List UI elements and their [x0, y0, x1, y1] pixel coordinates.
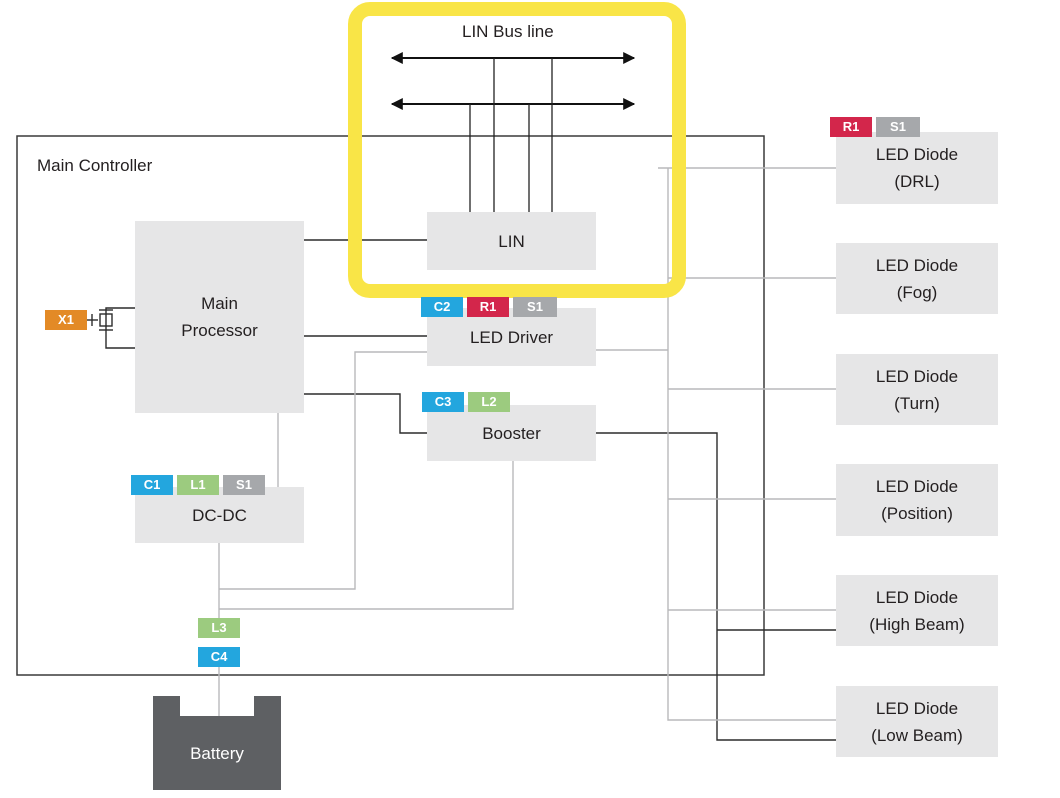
battery-block: Battery — [153, 716, 281, 790]
led-diode-low-beam: LED Diode (Low Beam) — [836, 686, 998, 757]
dcdc-block: DC-DC — [135, 487, 304, 543]
battery-shape — [153, 696, 281, 790]
power-wires — [218, 167, 836, 721]
booster-label: Booster — [482, 423, 541, 443]
led-diode-label: LED Diode (High Beam) — [869, 587, 965, 634]
badge-r1-led: R1 — [830, 117, 872, 137]
badge-r1-driver: R1 — [467, 297, 509, 317]
booster-block: Booster — [427, 405, 596, 461]
led-diode-fog: LED Diode (Fog) — [836, 243, 998, 314]
led-diode-label: LED Diode (Turn) — [875, 366, 959, 413]
led-diode-label: LED Diode (Low Beam) — [871, 698, 963, 745]
badge-x1: X1 — [45, 310, 87, 330]
main-controller-frame — [16, 135, 765, 676]
led-diode-turn: LED Diode (Turn) — [836, 354, 998, 425]
badge-c4: C4 — [198, 647, 240, 667]
led-diode-drl: LED Diode (DRL) — [836, 132, 998, 204]
battery-label: Battery — [190, 743, 244, 763]
led-driver-block: LED Driver — [427, 308, 596, 366]
dcdc-label: DC-DC — [192, 505, 247, 525]
lin-drop-wires — [469, 58, 553, 212]
badge-c1: C1 — [131, 475, 173, 495]
lin-bus-label: LIN Bus line — [462, 22, 554, 41]
led-diode-label: LED Diode (Fog) — [875, 255, 959, 302]
lin-bus-lines — [390, 52, 636, 110]
lin-highlight-frame — [348, 2, 686, 298]
badge-c3: C3 — [422, 392, 464, 412]
main-controller-label: Main Controller — [37, 156, 153, 175]
led-diode-high-beam: LED Diode (High Beam) — [836, 575, 998, 646]
led-diode-label: LED Diode (DRL) — [875, 145, 959, 191]
led-diode-position: LED Diode (Position) — [836, 464, 998, 536]
badge-l1: L1 — [177, 475, 219, 495]
signal-wires — [87, 239, 836, 741]
badge-c2: C2 — [421, 297, 463, 317]
badge-l3: L3 — [198, 618, 240, 638]
main-processor-label: Main Processor — [181, 294, 258, 340]
main-processor-block: Main Processor — [135, 221, 304, 413]
badge-l2: L2 — [468, 392, 510, 412]
led-driver-label: LED Driver — [469, 327, 554, 347]
lin-block: LIN — [427, 212, 596, 270]
led-diode-label: LED Diode (Position) — [875, 477, 959, 523]
lin-block-label: LIN — [498, 231, 525, 251]
badge-s1-driver: S1 — [513, 297, 557, 317]
badge-s1-dcdc: S1 — [223, 475, 265, 495]
crystal-symbol — [99, 309, 113, 331]
badge-s1-led: S1 — [876, 117, 920, 137]
